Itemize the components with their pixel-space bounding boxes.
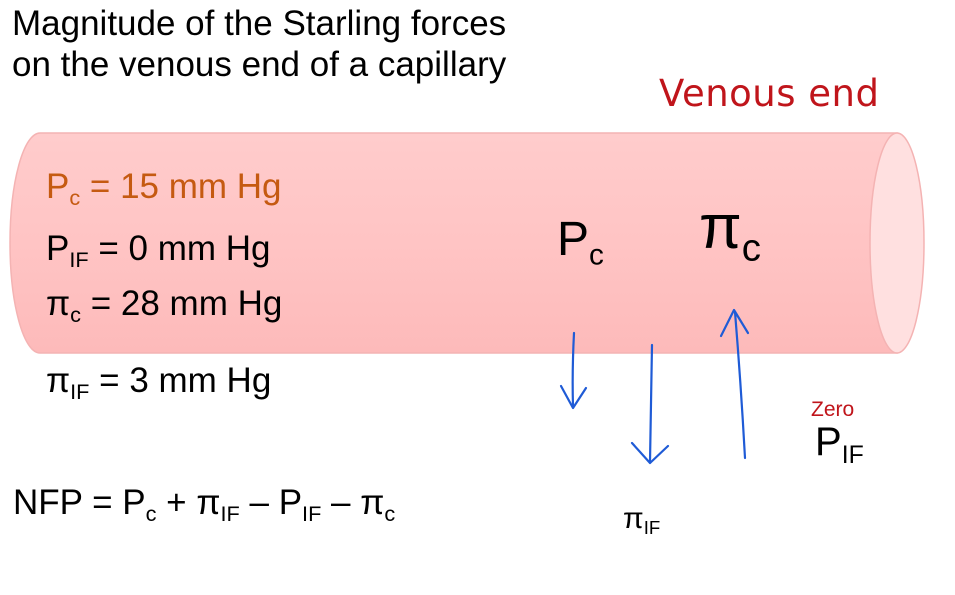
title-line-2: on the venous end of a capillary bbox=[12, 45, 507, 85]
pif-force-label: PIF bbox=[815, 420, 864, 469]
venous-end-label: Venous end bbox=[659, 72, 880, 115]
capillary-end-cap bbox=[869, 132, 925, 354]
nfp-equation: NFP = Pc + πIF – PIF – πc bbox=[13, 483, 396, 526]
capillary-body bbox=[9, 132, 898, 354]
piif-value: πIF = 3 mm Hg bbox=[46, 361, 272, 404]
zero-label: Zero bbox=[811, 398, 855, 421]
pc-value: Pc = 15 mm Hg bbox=[46, 167, 282, 210]
pif-value: PIF = 0 mm Hg bbox=[46, 229, 271, 272]
piif-force-label: πIF bbox=[623, 502, 661, 538]
pc-force-label: Pc bbox=[557, 213, 604, 272]
page-title: Magnitude of the Starling forces on the … bbox=[12, 3, 506, 86]
pic-force-label: πc bbox=[699, 193, 761, 270]
title-line-1: Magnitude of the Starling forces bbox=[12, 4, 507, 43]
pic-value: πc = 28 mm Hg bbox=[46, 284, 283, 327]
